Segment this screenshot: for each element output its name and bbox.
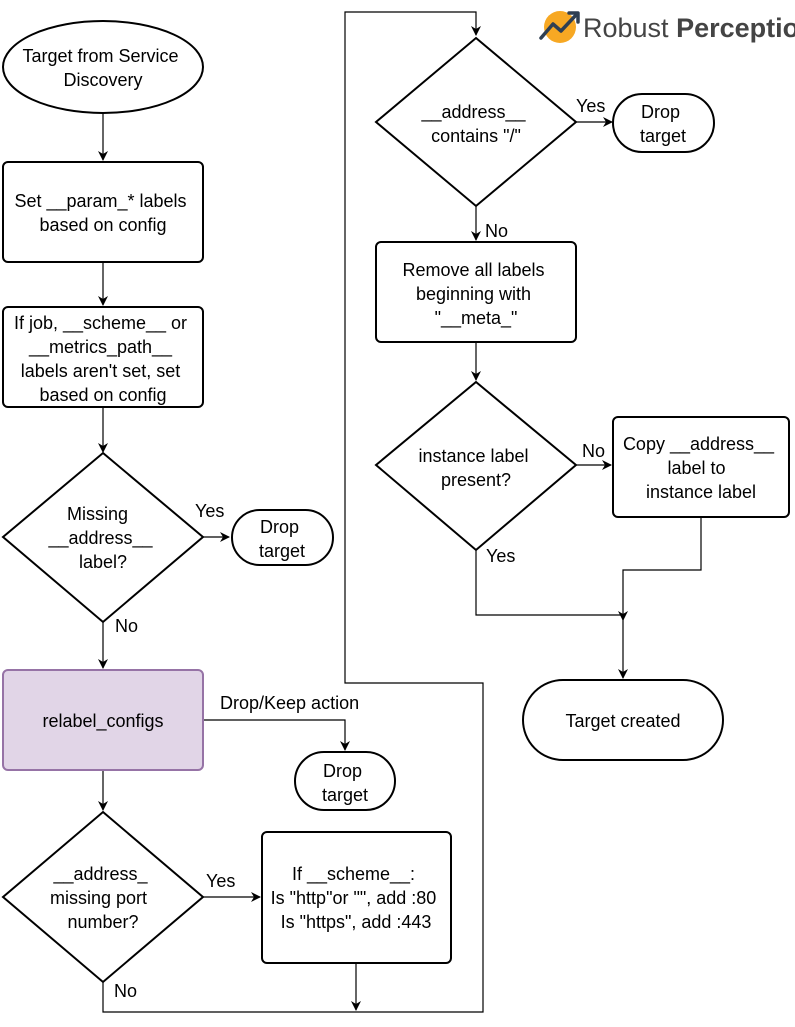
edge-label-yes-instance: Yes [486,546,515,566]
edge-labels: Yes No Drop/Keep action Yes No Yes No No… [114,96,605,1001]
logo-word-robust: Robust [583,13,669,43]
edge-instance-yes-to-merge [475,550,623,616]
node-missing-port[interactable]: __address_ missing port number? [1,810,205,984]
node-drop-target-1-label: Drop target [259,517,305,561]
node-drop-target-2-label: Drop target [322,761,368,805]
node-drop-target-2[interactable]: Drop target [294,751,396,811]
node-scheme-port-label: If __scheme__: Is "http"or "", add :80 I… [271,864,442,932]
node-address-slash-label: __address__ contains "/" [420,102,530,146]
edge-copy-to-merge [618,517,702,621]
node-copy-address[interactable]: Copy __address__ label to instance label [612,416,790,518]
node-remove-meta[interactable]: Remove all labels beginning with "__meta… [375,241,577,343]
node-remove-meta-label: Remove all labels beginning with "__meta… [402,260,549,329]
edge-label-no-instance: No [582,441,605,461]
node-missing-address[interactable]: Missing __address__ label? [1,451,205,624]
edge-label-yes-missing: Yes [195,501,224,521]
node-set-param[interactable]: Set __param_* labels based on config [2,161,204,263]
node-missing-address-label: Missing __address__ label? [47,504,157,572]
edges [98,11,702,1013]
node-relabel-configs-label: relabel_configs [42,711,163,732]
node-missing-port-label: __address_ missing port number? [50,864,153,932]
node-drop-target-3-label: Drop target [640,102,686,146]
node-target-created[interactable]: Target created [522,679,724,761]
node-copy-address-label: Copy __address__ label to instance label [623,434,779,502]
node-instance-present[interactable]: instance label present? [374,380,578,552]
node-target-created-label: Target created [565,711,680,731]
edge-label-no-slash: No [485,221,508,241]
node-drop-target-3[interactable]: Drop target [612,93,715,153]
node-set-job[interactable]: If job, __scheme__ or __metrics_path__ l… [2,306,204,408]
logo-word-perception: Perception [676,13,795,43]
node-scheme-port[interactable]: If __scheme__: Is "http"or "", add :80 I… [261,831,452,964]
logo-icon [539,11,580,43]
node-set-job-label: If job, __scheme__ or __metrics_path__ l… [14,313,192,405]
robust-perception-logo: Robust Perception [539,11,795,43]
logo-wordmark: Robust Perception [583,13,795,43]
edge-label-drop-keep: Drop/Keep action [220,693,359,713]
node-set-param-label: Set __param_* labels based on config [14,191,191,235]
node-start-label: Target from Service Discovery [22,46,183,90]
edge-label-yes-port: Yes [206,871,235,891]
node-address-slash[interactable]: __address__ contains "/" [374,36,578,208]
edge-relabel-to-drop [203,719,350,751]
node-instance-present-label: instance label present? [418,446,533,490]
edge-port-no-loop [102,11,484,1013]
node-relabel-configs[interactable]: relabel_configs [2,669,204,771]
node-drop-target-1[interactable]: Drop target [231,509,334,566]
node-start[interactable]: Target from Service Discovery [2,20,204,114]
edge-label-no-port: No [114,981,137,1001]
nodes: Target from Service Discovery Set __para… [1,20,790,984]
edge-label-yes-slash: Yes [576,96,605,116]
edge-label-no-missing: No [115,616,138,636]
